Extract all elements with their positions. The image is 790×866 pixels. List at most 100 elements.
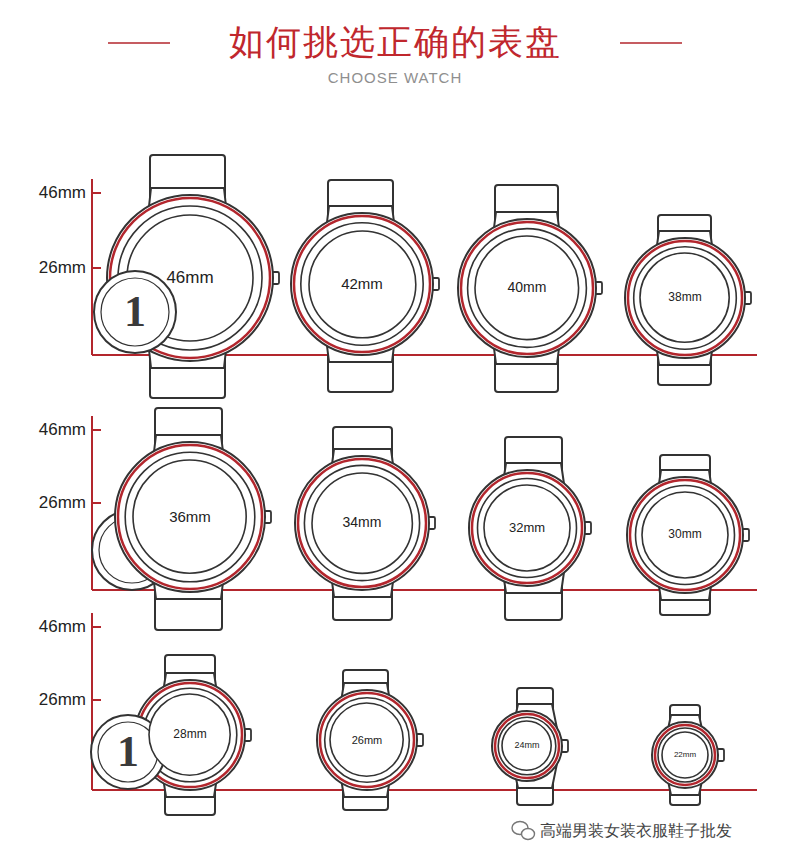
size-ring xyxy=(495,714,559,778)
size-ring xyxy=(628,241,742,355)
watch-bezel xyxy=(325,698,410,783)
dial-face xyxy=(484,485,570,571)
watch-bezel xyxy=(498,717,556,775)
axis-label: 46mm xyxy=(39,420,86,440)
dial-face xyxy=(309,231,416,338)
dial-face xyxy=(330,703,403,776)
size-ring xyxy=(294,216,430,352)
watch-dial: 28mm xyxy=(148,693,231,776)
watch-dial: 24mm xyxy=(501,720,552,771)
watch-case xyxy=(627,477,743,593)
size-ring xyxy=(630,480,740,590)
dial-face xyxy=(133,460,246,573)
coin: 1 xyxy=(93,270,177,354)
watch-case xyxy=(492,711,562,781)
axis-label: 26mm xyxy=(39,258,86,278)
dial-size: 40mm xyxy=(508,280,547,295)
subtitle: CHOOSE WATCH xyxy=(328,69,463,86)
dial-size: 42mm xyxy=(341,276,383,293)
watch-dial: 30mm xyxy=(641,491,729,579)
watch-dial: 26mm xyxy=(329,702,404,777)
watch-body xyxy=(625,215,751,385)
dial-size: 26mm xyxy=(352,734,383,746)
size-axis xyxy=(92,613,757,790)
watch-dial: 40mm xyxy=(474,235,580,341)
axis-tick xyxy=(92,626,101,628)
watch-body xyxy=(652,705,724,805)
title-rule xyxy=(108,42,170,44)
watch-case xyxy=(652,722,718,788)
size-ring xyxy=(118,445,262,589)
watch-dial: 36mm xyxy=(132,459,247,574)
dial-size: 24mm xyxy=(514,741,539,751)
diagram-title: 如何挑选正确的表盘 xyxy=(229,22,562,62)
coin-digit: 1 xyxy=(124,288,146,336)
coin-rim xyxy=(94,271,176,353)
size-ring xyxy=(655,725,715,785)
watch-body xyxy=(469,437,591,620)
axis-label: 46mm xyxy=(39,183,86,203)
dial-size: 30mm xyxy=(668,528,701,541)
axis-tick xyxy=(92,699,101,701)
size-ring xyxy=(472,473,582,583)
watch-case xyxy=(291,213,433,355)
axis-label: 46mm xyxy=(39,617,86,637)
size-ring xyxy=(298,459,426,587)
watch-bezel xyxy=(468,229,587,348)
dial-face xyxy=(475,236,579,340)
coin-rim xyxy=(101,278,169,346)
watch-dial: 42mm xyxy=(308,230,417,339)
wechat-icon xyxy=(512,822,535,840)
watch-body xyxy=(458,185,602,392)
size-ring xyxy=(461,222,593,354)
watch-dial: 22mm xyxy=(661,731,709,779)
dial-size: 32mm xyxy=(509,521,545,535)
watch-case xyxy=(458,219,596,357)
watch-dial: 34mm xyxy=(311,472,413,574)
size-ring xyxy=(320,693,414,787)
dial-size: 36mm xyxy=(169,509,211,526)
size-axis xyxy=(92,179,757,355)
watch-body xyxy=(317,670,423,810)
watch-bezel xyxy=(301,223,423,345)
title-rule xyxy=(620,42,682,44)
dial-face xyxy=(127,215,253,341)
wechat-bubble xyxy=(522,829,535,840)
watch-body xyxy=(295,427,435,620)
axis-label: 26mm xyxy=(39,493,86,513)
watch-body xyxy=(627,455,749,615)
dial-face xyxy=(640,253,729,342)
dial-face xyxy=(642,492,728,578)
watch-body xyxy=(135,655,251,815)
dial-face xyxy=(312,473,412,573)
watch-bezel xyxy=(636,486,735,585)
dial-size: 22mm xyxy=(674,751,696,760)
watch-bezel xyxy=(634,247,737,350)
watch-bezel xyxy=(304,465,419,580)
watch-case xyxy=(469,470,585,586)
dial-face xyxy=(502,721,551,770)
watch-dial: 32mm xyxy=(483,484,571,572)
watch-case xyxy=(295,456,429,590)
watch-case xyxy=(625,238,745,358)
watch-dial: 38mm xyxy=(639,252,730,343)
dial-size: 38mm xyxy=(668,291,701,304)
dial-face xyxy=(662,732,708,778)
watermark: 高端男装女装衣服鞋子批发 xyxy=(540,822,732,840)
watch-body xyxy=(291,180,439,392)
axis-label: 26mm xyxy=(39,690,86,710)
axis-tick xyxy=(92,429,101,431)
dial-size: 28mm xyxy=(173,728,206,741)
watch-bezel xyxy=(658,728,712,782)
axis-tick xyxy=(92,502,101,504)
axis-tick xyxy=(92,267,101,269)
axis-tick xyxy=(92,192,101,194)
dial-size: 46mm xyxy=(166,269,213,288)
watch-bezel xyxy=(478,479,577,578)
watch-bezel xyxy=(125,452,255,582)
watch-case xyxy=(115,442,265,592)
dial-size: 34mm xyxy=(343,515,382,530)
watch-body xyxy=(115,408,271,630)
coin-digit: 1 xyxy=(117,728,139,776)
